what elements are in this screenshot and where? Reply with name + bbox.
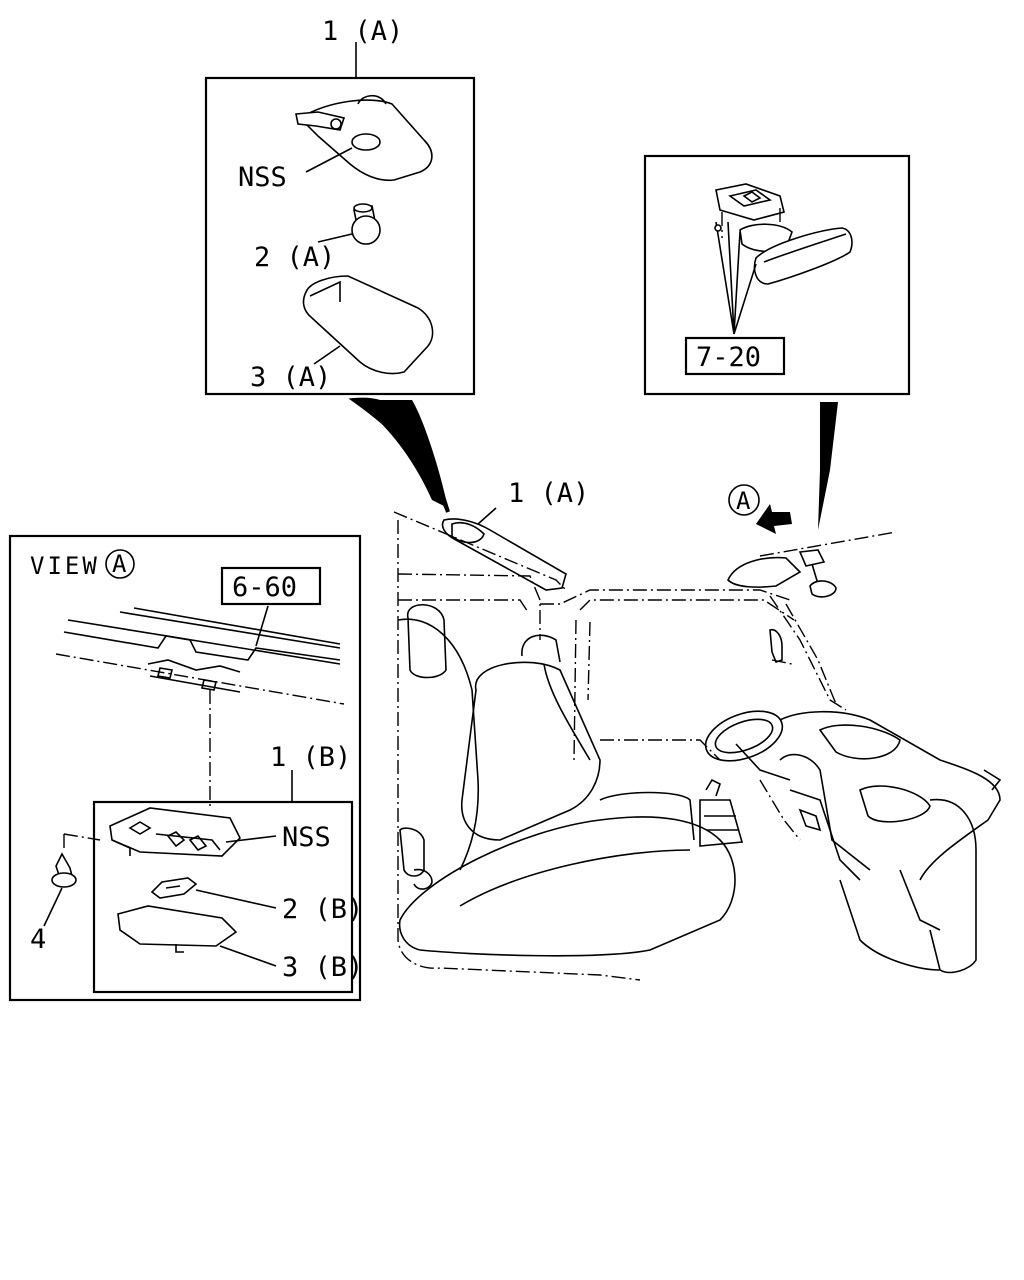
steering-wheel	[704, 710, 791, 781]
lamp-housing-a	[295, 94, 433, 182]
callout-nss-b: NSS	[282, 822, 331, 853]
detail-box-view-a: VIEW A 6-60 1 (B)	[8, 534, 363, 1002]
view-direction-arrow	[756, 504, 792, 534]
callout-bulb-a: 2 (A)	[254, 242, 335, 273]
callout-lamp-b: 1 (B)	[270, 742, 351, 773]
callout-lens-b: 3 (B)	[282, 952, 363, 983]
svg-text:A: A	[112, 550, 129, 578]
mirror-illustration	[714, 183, 853, 335]
callout-lens-a: 3 (A)	[250, 362, 331, 393]
screw-4	[51, 833, 101, 888]
detail-box-mirror: 7-20	[643, 154, 911, 396]
ref-mirror: 7-20	[696, 342, 761, 373]
detail-box-dome-lamp-a: 1 (A) NSS 2 (A) 3 (A)	[204, 16, 476, 396]
seat-passenger	[397, 618, 480, 890]
view-title: VIEW	[30, 552, 100, 580]
dashboard	[759, 710, 1002, 974]
ref-roof: 6-60	[232, 572, 297, 603]
callout-top-group: 1 (A)	[322, 16, 403, 47]
callout-cab-lamp: 1 (A)	[508, 478, 589, 509]
bulb-a	[351, 203, 381, 245]
seat-driver	[398, 604, 736, 957]
callout-screw: 4	[30, 924, 46, 955]
pointer-arrow-mirror	[818, 402, 838, 530]
lens-b	[117, 905, 238, 953]
svg-text:A: A	[736, 487, 753, 515]
lamp-base-b	[109, 807, 241, 857]
callout-nss-a: NSS	[238, 162, 287, 193]
roof-panel	[55, 607, 345, 705]
bulb-b	[150, 877, 198, 899]
lens-a	[302, 275, 434, 375]
view-marker-a: A	[728, 484, 760, 516]
callout-bulb-b: 2 (B)	[282, 894, 363, 925]
view-title-marker: A	[105, 549, 135, 579]
cab-interior: 1 (A) A	[393, 478, 1002, 981]
